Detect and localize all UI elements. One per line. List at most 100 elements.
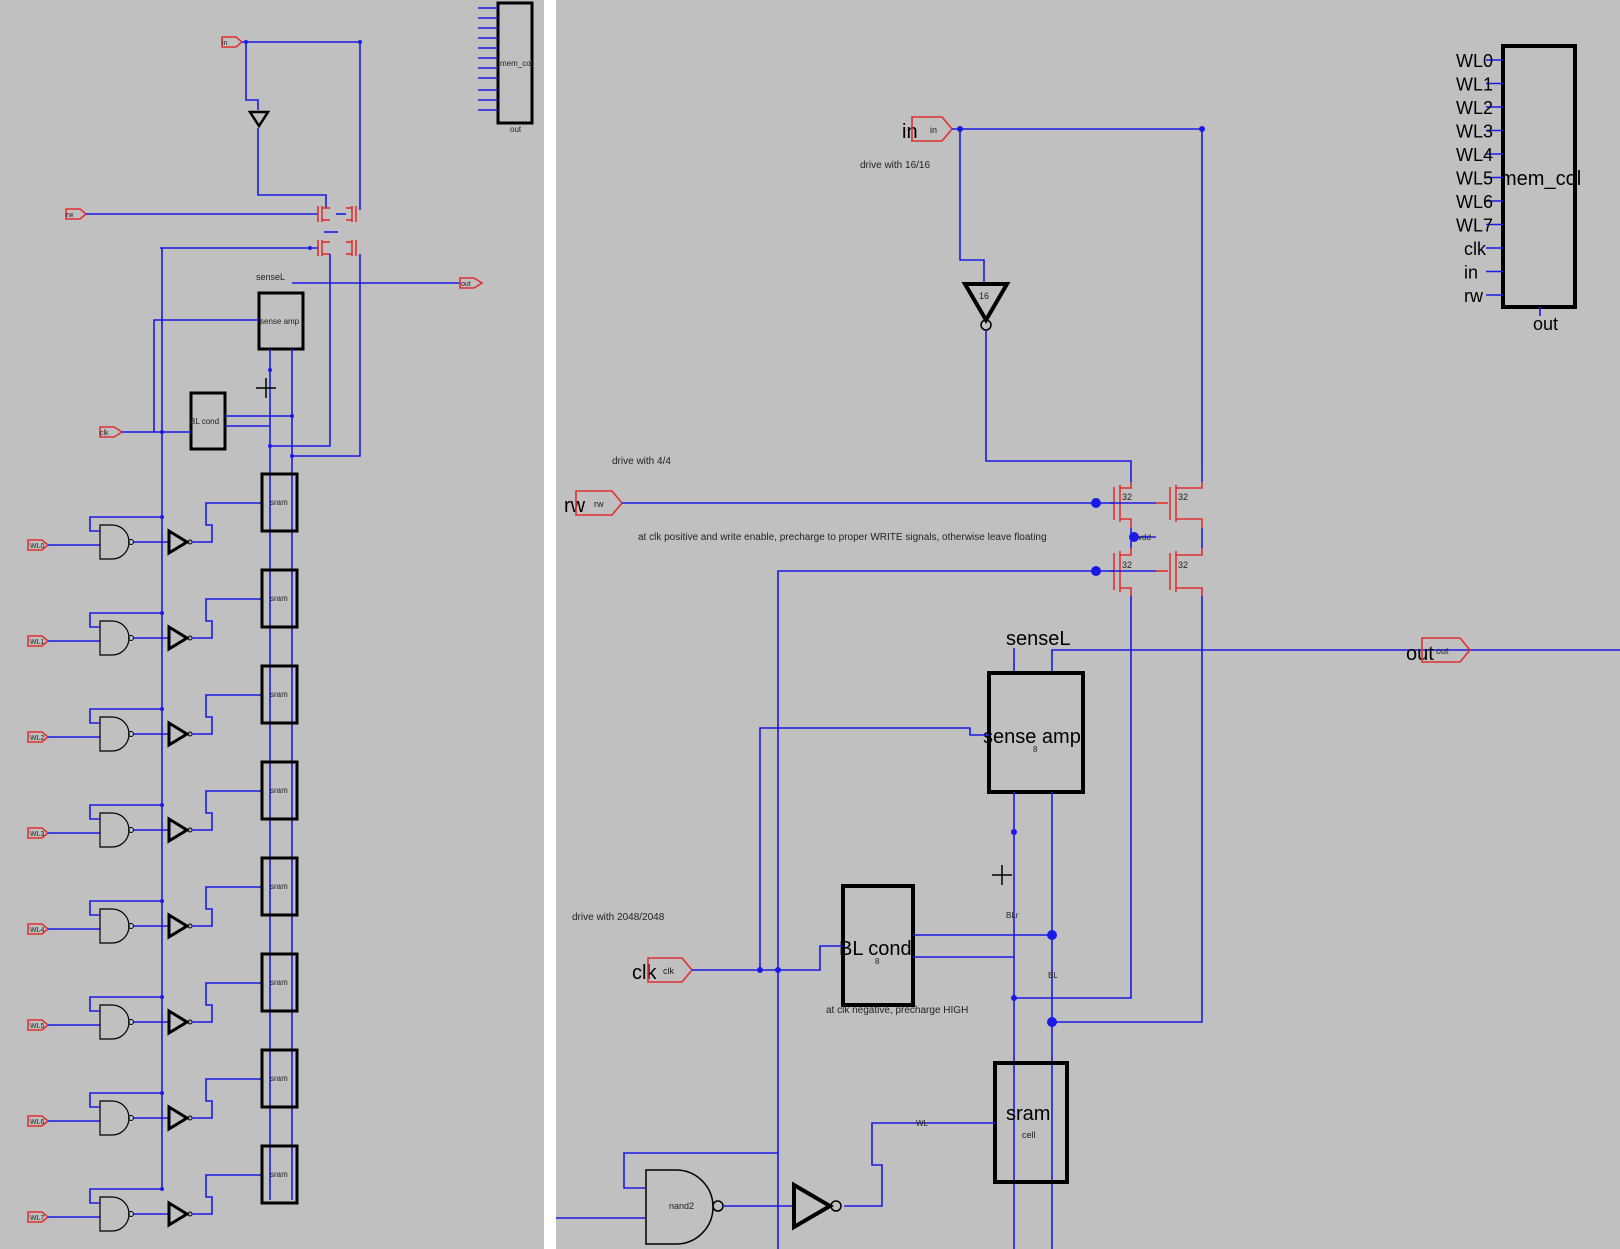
overview-row-3: WL3 sram	[27, 760, 299, 848]
detail-wl-inverter	[792, 1181, 842, 1231]
detail-clk-label: clk	[632, 962, 657, 984]
detail-in-port[interactable]: in	[911, 116, 954, 142]
detail-bl-label: BL	[1048, 971, 1058, 980]
svg-text:sram: sram	[270, 882, 288, 891]
mem-col-pin-WL6: WL6	[1456, 192, 1493, 212]
detail-note-rw: drive with 4/4	[612, 456, 671, 467]
svg-text:in: in	[930, 125, 937, 135]
overview-inverter-0	[167, 528, 190, 556]
overview-wl-port-0[interactable]: WL0	[27, 539, 50, 551]
svg-text:cell: cell	[1022, 1130, 1036, 1140]
overview-inverter-3	[167, 816, 190, 844]
svg-text:sram: sram	[270, 1170, 288, 1179]
overview-nand-7	[99, 1196, 130, 1232]
detail-clk-port[interactable]: clk	[647, 957, 694, 983]
svg-text:rw: rw	[594, 499, 604, 509]
overview-sram-5[interactable]: sram	[260, 952, 299, 1013]
detail-sram-cell[interactable]: sram cell	[993, 1061, 1069, 1184]
mem-col-pin-WL1: WL1	[1456, 75, 1493, 95]
mem-col-pin-WL3: WL3	[1456, 122, 1493, 142]
detail-note-clk: drive with 2048/2048	[572, 912, 665, 923]
svg-text:16: 16	[979, 291, 989, 301]
svg-text:WL1: WL1	[30, 639, 45, 646]
detail-in-inverter: 16	[961, 282, 1011, 331]
detail-out-port[interactable]: out	[1421, 637, 1472, 663]
svg-text:clk: clk	[100, 430, 109, 437]
svg-text:WL2: WL2	[30, 735, 45, 742]
svg-text:sram: sram	[270, 690, 288, 699]
svg-text:8: 8	[875, 957, 880, 966]
detail-write-transistors: 32 32 32 32	[1113, 482, 1203, 596]
mem-col-pin-clk: clk	[1464, 239, 1487, 259]
detail-bl-cond[interactable]: BL cond 8	[839, 884, 915, 1007]
mem-col-pin-rw: rw	[1464, 286, 1484, 306]
overview-bl-cond-label: BL cond	[190, 417, 219, 426]
mem-col-symbol-out: out	[1533, 314, 1558, 334]
overview-nand-6	[99, 1100, 130, 1136]
overview-in-port[interactable]: in	[221, 36, 244, 48]
mem-col-symbol-title: mem_col	[1500, 168, 1581, 190]
svg-text:WL3: WL3	[30, 831, 45, 838]
overview-sram-4[interactable]: sram	[260, 856, 299, 917]
detail-rw-port[interactable]: rw	[575, 490, 624, 516]
overview-wl-port-2[interactable]: WL2	[27, 731, 50, 743]
overview-wl-port-4[interactable]: WL4	[27, 923, 50, 935]
overview-sram-0[interactable]: sram	[260, 472, 299, 533]
overview-sram-2[interactable]: sram	[260, 664, 299, 725]
svg-text:8: 8	[1033, 745, 1038, 754]
svg-text:sram: sram	[270, 978, 288, 987]
overview-row-7: WL7 sram	[27, 1144, 299, 1232]
overview-sram-3[interactable]: sram	[260, 760, 299, 821]
overview-mem-col-symbol: mem_col out	[478, 1, 534, 134]
svg-text:32: 32	[1178, 492, 1188, 502]
overview-wl-port-6[interactable]: WL6	[27, 1115, 50, 1127]
svg-text:WL4: WL4	[30, 927, 45, 934]
overview-write-transistors	[317, 206, 357, 256]
svg-text:32: 32	[1122, 560, 1132, 570]
detail-note-in: drive with 16/16	[860, 160, 930, 171]
mem-col-symbol[interactable]: mem_col out WL0WL1WL2WL3WL4WL5WL6WL7clki…	[1456, 44, 1581, 334]
overview-nand-2	[99, 716, 130, 752]
mem-col-pin-in: in	[1464, 263, 1478, 283]
overview-out-port[interactable]: out	[459, 277, 484, 289]
overview-inverter-5	[167, 1008, 190, 1036]
svg-text:out: out	[1436, 646, 1449, 656]
detail-in-label: in	[902, 121, 918, 143]
overview-row-0: WL0 sram	[27, 472, 299, 560]
overview-wl-port-1[interactable]: WL1	[27, 635, 50, 647]
overview-nand-5	[99, 1004, 130, 1040]
svg-text:sram: sram	[270, 786, 288, 795]
mem-col-pin-WL2: WL2	[1456, 98, 1493, 118]
overview-clk-port[interactable]: clk	[99, 426, 124, 438]
overview-row-2: WL2 sram	[27, 664, 299, 752]
overview-nand-0	[99, 524, 130, 560]
overview-inverter-2	[167, 720, 190, 748]
overview-inverter-7	[167, 1200, 190, 1228]
mem-col-pin-WL4: WL4	[1456, 145, 1493, 165]
overview-wl-port-3[interactable]: WL3	[27, 827, 50, 839]
overview-sense-amp[interactable]	[257, 291, 305, 351]
detail-senseL-label: senseL	[1006, 628, 1071, 650]
overview-schematic: mem_col out in rw out senseL sense	[27, 1, 534, 1232]
overview-rw-port[interactable]: rw	[65, 208, 88, 220]
overview-wl-port-7[interactable]: WL7	[27, 1211, 50, 1223]
svg-text:32: 32	[1122, 492, 1132, 502]
svg-text:sram: sram	[270, 1074, 288, 1083]
overview-inverter-6	[167, 1104, 190, 1132]
svg-text:sram: sram	[1006, 1103, 1050, 1125]
overview-sram-1[interactable]: sram	[260, 568, 299, 629]
overview-wl-port-5[interactable]: WL5	[27, 1019, 50, 1031]
detail-out-label: out	[1406, 643, 1434, 665]
overview-senseL-label: senseL	[256, 272, 285, 282]
overview-symbol-out: out	[510, 125, 522, 134]
overview-bl-cond[interactable]	[189, 391, 227, 451]
detail-sense-amp[interactable]: sense amp 8	[983, 671, 1085, 794]
overview-symbol-title: mem_col	[500, 59, 533, 68]
overview-sram-6[interactable]: sram	[260, 1048, 299, 1109]
detail-nand2-gate: nand2	[645, 1169, 724, 1245]
overview-panel: mem_col out in rw out senseL sense	[0, 0, 544, 1249]
overview-row-4: WL4 sram	[27, 856, 299, 944]
svg-text:BL cond: BL cond	[839, 938, 912, 960]
svg-text:WL0: WL0	[30, 543, 45, 550]
overview-sram-7[interactable]: sram	[260, 1144, 299, 1205]
